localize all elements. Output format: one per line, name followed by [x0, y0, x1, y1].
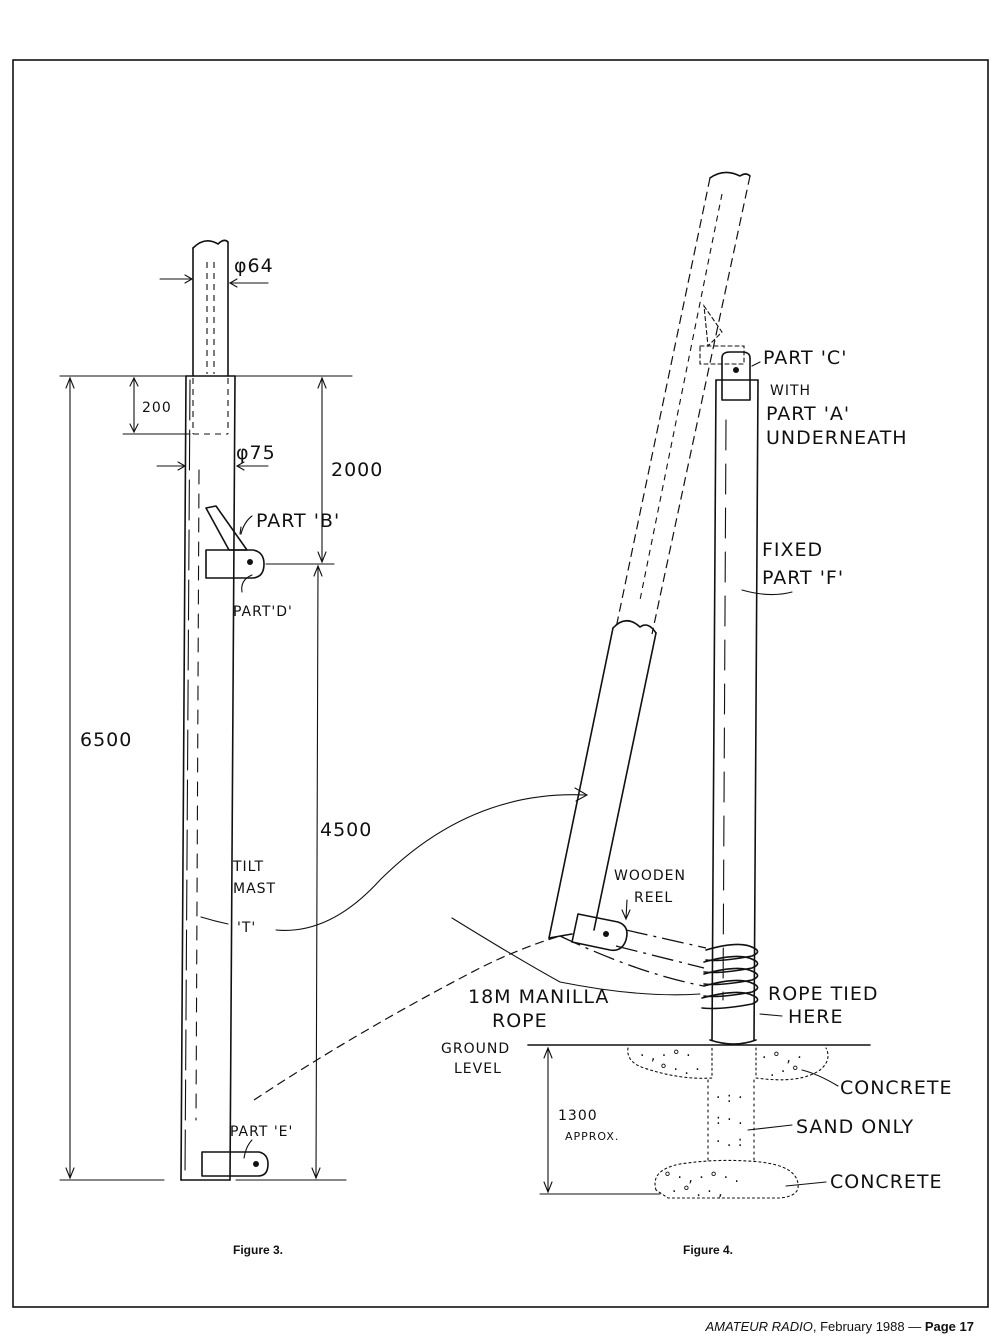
- wooden-reel-label-1: WOODEN: [614, 868, 686, 884]
- concrete-collar: · , · ° · ° · . · · ° , · . · °: [627, 1047, 829, 1081]
- tilt-mast-label-3: 'T': [237, 920, 256, 936]
- dimension-4500: 4500: [311, 564, 372, 1180]
- ground-level-label-2: LEVEL: [454, 1061, 502, 1077]
- upper-tube: [192, 239, 229, 435]
- diameter-75-dimension: φ75: [156, 442, 276, 471]
- fixed-part-f: [709, 379, 759, 1045]
- rope-tied-label-1: ROPE TIED: [768, 983, 879, 1005]
- footer-issue: , February 1988 —: [812, 1319, 925, 1334]
- dimension-2000-label: 2000: [331, 459, 383, 481]
- tilt-mast-tube: [180, 375, 236, 1181]
- rope-label-1: 18M MANILLA: [468, 986, 609, 1008]
- rope-label-2: ROPE: [492, 1010, 548, 1032]
- footer-page: Page 17: [924, 1319, 974, 1334]
- dimension-6500-label: 6500: [80, 729, 132, 751]
- svg-text:. · °: . · °: [770, 1064, 800, 1080]
- part-b-label: PART 'B': [256, 510, 340, 532]
- part-a-label: PART 'A': [766, 403, 850, 425]
- dimension-6500: 6500: [65, 376, 132, 1180]
- page-footer: AMATEUR RADIO, February 1988 — Page 17: [705, 1319, 974, 1334]
- concrete-lower-label: CONCRETE: [830, 1171, 943, 1193]
- part-c-clamp: [721, 351, 751, 401]
- fixed-label: FIXED: [762, 539, 823, 561]
- dimension-1300: 1300 APPROX.: [539, 1046, 661, 1195]
- part-c-label: PART 'C': [763, 347, 847, 369]
- wooden-reel-label-2: REEL: [634, 890, 673, 906]
- dimension-1300-label: 1300: [558, 1108, 598, 1124]
- svg-text:· ° . · ,: · ° . · ,: [672, 1184, 724, 1200]
- dimension-200-label: 200: [142, 400, 172, 416]
- tilted-mast-upper: [615, 171, 751, 635]
- tilted-part-e-clamp: [571, 913, 628, 952]
- part-e-label: PART 'E': [230, 1124, 293, 1140]
- footer-publication: AMATEUR RADIO: [705, 1319, 813, 1334]
- sand-column: · : · : · . · . :: [707, 1079, 755, 1163]
- figure-3-caption: Figure 3.: [233, 1243, 283, 1257]
- svg-text:· , · ° ·: · , · ° ·: [640, 1048, 692, 1064]
- page-frame: [12, 59, 989, 1308]
- part-d-clamp: [205, 549, 265, 579]
- svg-text:· : ·: · : ·: [716, 1090, 744, 1106]
- part-f-label: PART 'F': [762, 567, 844, 589]
- svg-text:· . :: · . :: [716, 1134, 744, 1150]
- concrete-footing: ° · , · ° · . · ° . · ,: [654, 1159, 799, 1200]
- diameter-75-label: φ75: [236, 442, 276, 464]
- figure-4-caption: Figure 4.: [683, 1243, 733, 1257]
- svg-text:· ° , ·: · ° , ·: [762, 1050, 803, 1066]
- concrete-upper-label: CONCRETE: [840, 1077, 953, 1099]
- diameter-64-label: φ64: [234, 255, 274, 277]
- part-d-label: PART'D': [233, 604, 293, 620]
- diameter-64-dimension: φ64: [159, 255, 274, 288]
- dimension-200: 200: [129, 376, 172, 434]
- figure-3: φ64 φ75 200 6500: [59, 239, 589, 1181]
- underneath-label: UNDERNEATH: [766, 427, 908, 449]
- tilt-mast-label-2: MAST: [233, 881, 276, 897]
- dimension-4500-label: 4500: [320, 819, 372, 841]
- sand-only-label: SAND ONLY: [796, 1116, 914, 1138]
- rope-tied-label-2: HERE: [788, 1006, 844, 1028]
- dimension-2000: 2000: [317, 376, 383, 564]
- svg-text:: · .: : · .: [716, 1112, 744, 1128]
- approx-label: APPROX.: [565, 1130, 619, 1143]
- svg-text:° · , · ° · .: ° · , · ° · .: [664, 1170, 740, 1186]
- svg-text:° · . ·: ° · . ·: [660, 1062, 701, 1078]
- part-e-clamp: [201, 1151, 269, 1177]
- rope-coil: [701, 943, 759, 1010]
- ground-level-label-1: GROUND: [441, 1041, 510, 1057]
- tilt-mast-label-1: TILT: [232, 859, 264, 875]
- part-c-with-label: WITH: [770, 383, 811, 399]
- figure-4: PART 'C' WITH PART 'A' UNDERNEATH FIXED …: [441, 171, 953, 1200]
